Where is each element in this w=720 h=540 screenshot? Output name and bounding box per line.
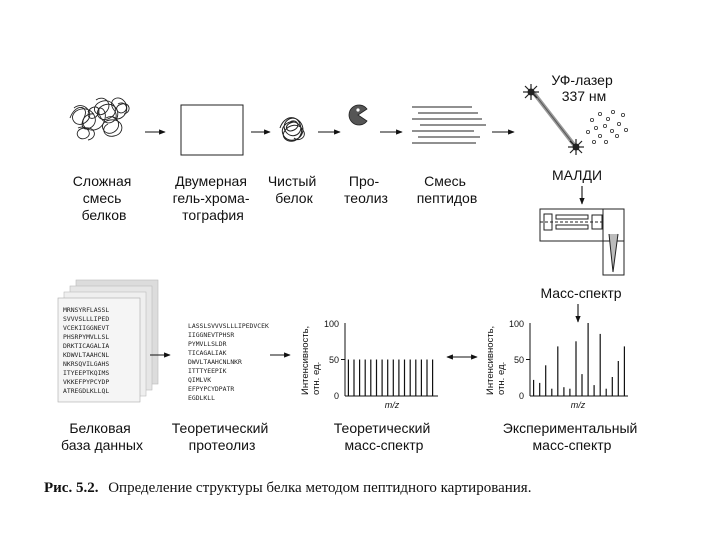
theoretical-peaks [347, 359, 434, 396]
theo-ytick-50: 50 [329, 355, 339, 365]
label-theoretical-spectrum: Теоретический масс-спектр [334, 420, 434, 453]
caption-text: Определение структуры белка методом пепт… [108, 480, 531, 496]
figure-caption: Рис. 5.2. Определение структуры белка ме… [44, 480, 531, 496]
theoretical-peptides: LASSLSVVVSLLLIPEDVCEK IIGGNEVTPHSR PYMVL… [188, 322, 273, 402]
caption-label: Рис. 5.2. [44, 480, 99, 496]
label-theoretical-proteolysis: Теоретический протеолиз [172, 420, 272, 453]
theo-ytick-0: 0 [334, 391, 339, 401]
label-experimental-spectrum: Экспериментальный масс-спектр [503, 420, 641, 453]
label-proteolysis: Про- теолиз [344, 173, 388, 206]
label-maldi: МАЛДИ [552, 167, 602, 183]
exp-xlabel: m/z [571, 400, 586, 410]
peptide-lines-icon [412, 106, 486, 144]
label-complex-mixture: Сложная смесь белков [73, 173, 135, 223]
protein-mixture-icon [69, 97, 130, 141]
pacman-protease-icon [348, 104, 368, 126]
label-mass-spectrometer: Масс-спектр [540, 285, 621, 301]
mass-spectrometer-icon [539, 208, 625, 276]
exp-ytick-0: 0 [519, 391, 524, 401]
gel-2d-icon [180, 104, 244, 156]
experimental-spectrum-chart: 100 50 0 m/z Интенсивность, отн. ед. [485, 319, 628, 410]
theo-xlabel: m/z [385, 400, 400, 410]
label-pure-protein: Чистый белок [268, 173, 320, 206]
label-database: Белковая база данных [61, 420, 143, 453]
exp-ytick-50: 50 [514, 355, 524, 365]
label-laser: УФ-лазер 337 нм [551, 72, 616, 104]
row1-arrows [145, 129, 585, 323]
theoretical-spectrum-chart: 100 50 0 m/z Интенсивность, отн. ед. [300, 319, 438, 410]
label-gel-2d: Двумерная гель-хрома- тография [173, 173, 254, 223]
label-peptide-mixture: Смесь пептидов [417, 173, 478, 206]
theo-ylabel: Интенсивность, отн. ед. [300, 323, 322, 395]
database-sequences: MRNSYRFLASSL SVVVSLLLIPED VCEKIIGGNEVT P… [63, 306, 113, 395]
database-pages-icon [57, 279, 159, 403]
row2-arrows [150, 352, 478, 360]
pure-protein-icon [279, 117, 305, 142]
theo-ytick-100: 100 [324, 319, 339, 329]
exp-ylabel: Интенсивность, отн. ед. [485, 323, 507, 395]
experimental-peaks [532, 323, 626, 396]
exp-ytick-100: 100 [509, 319, 524, 329]
maldi-laser-icon [523, 84, 629, 155]
